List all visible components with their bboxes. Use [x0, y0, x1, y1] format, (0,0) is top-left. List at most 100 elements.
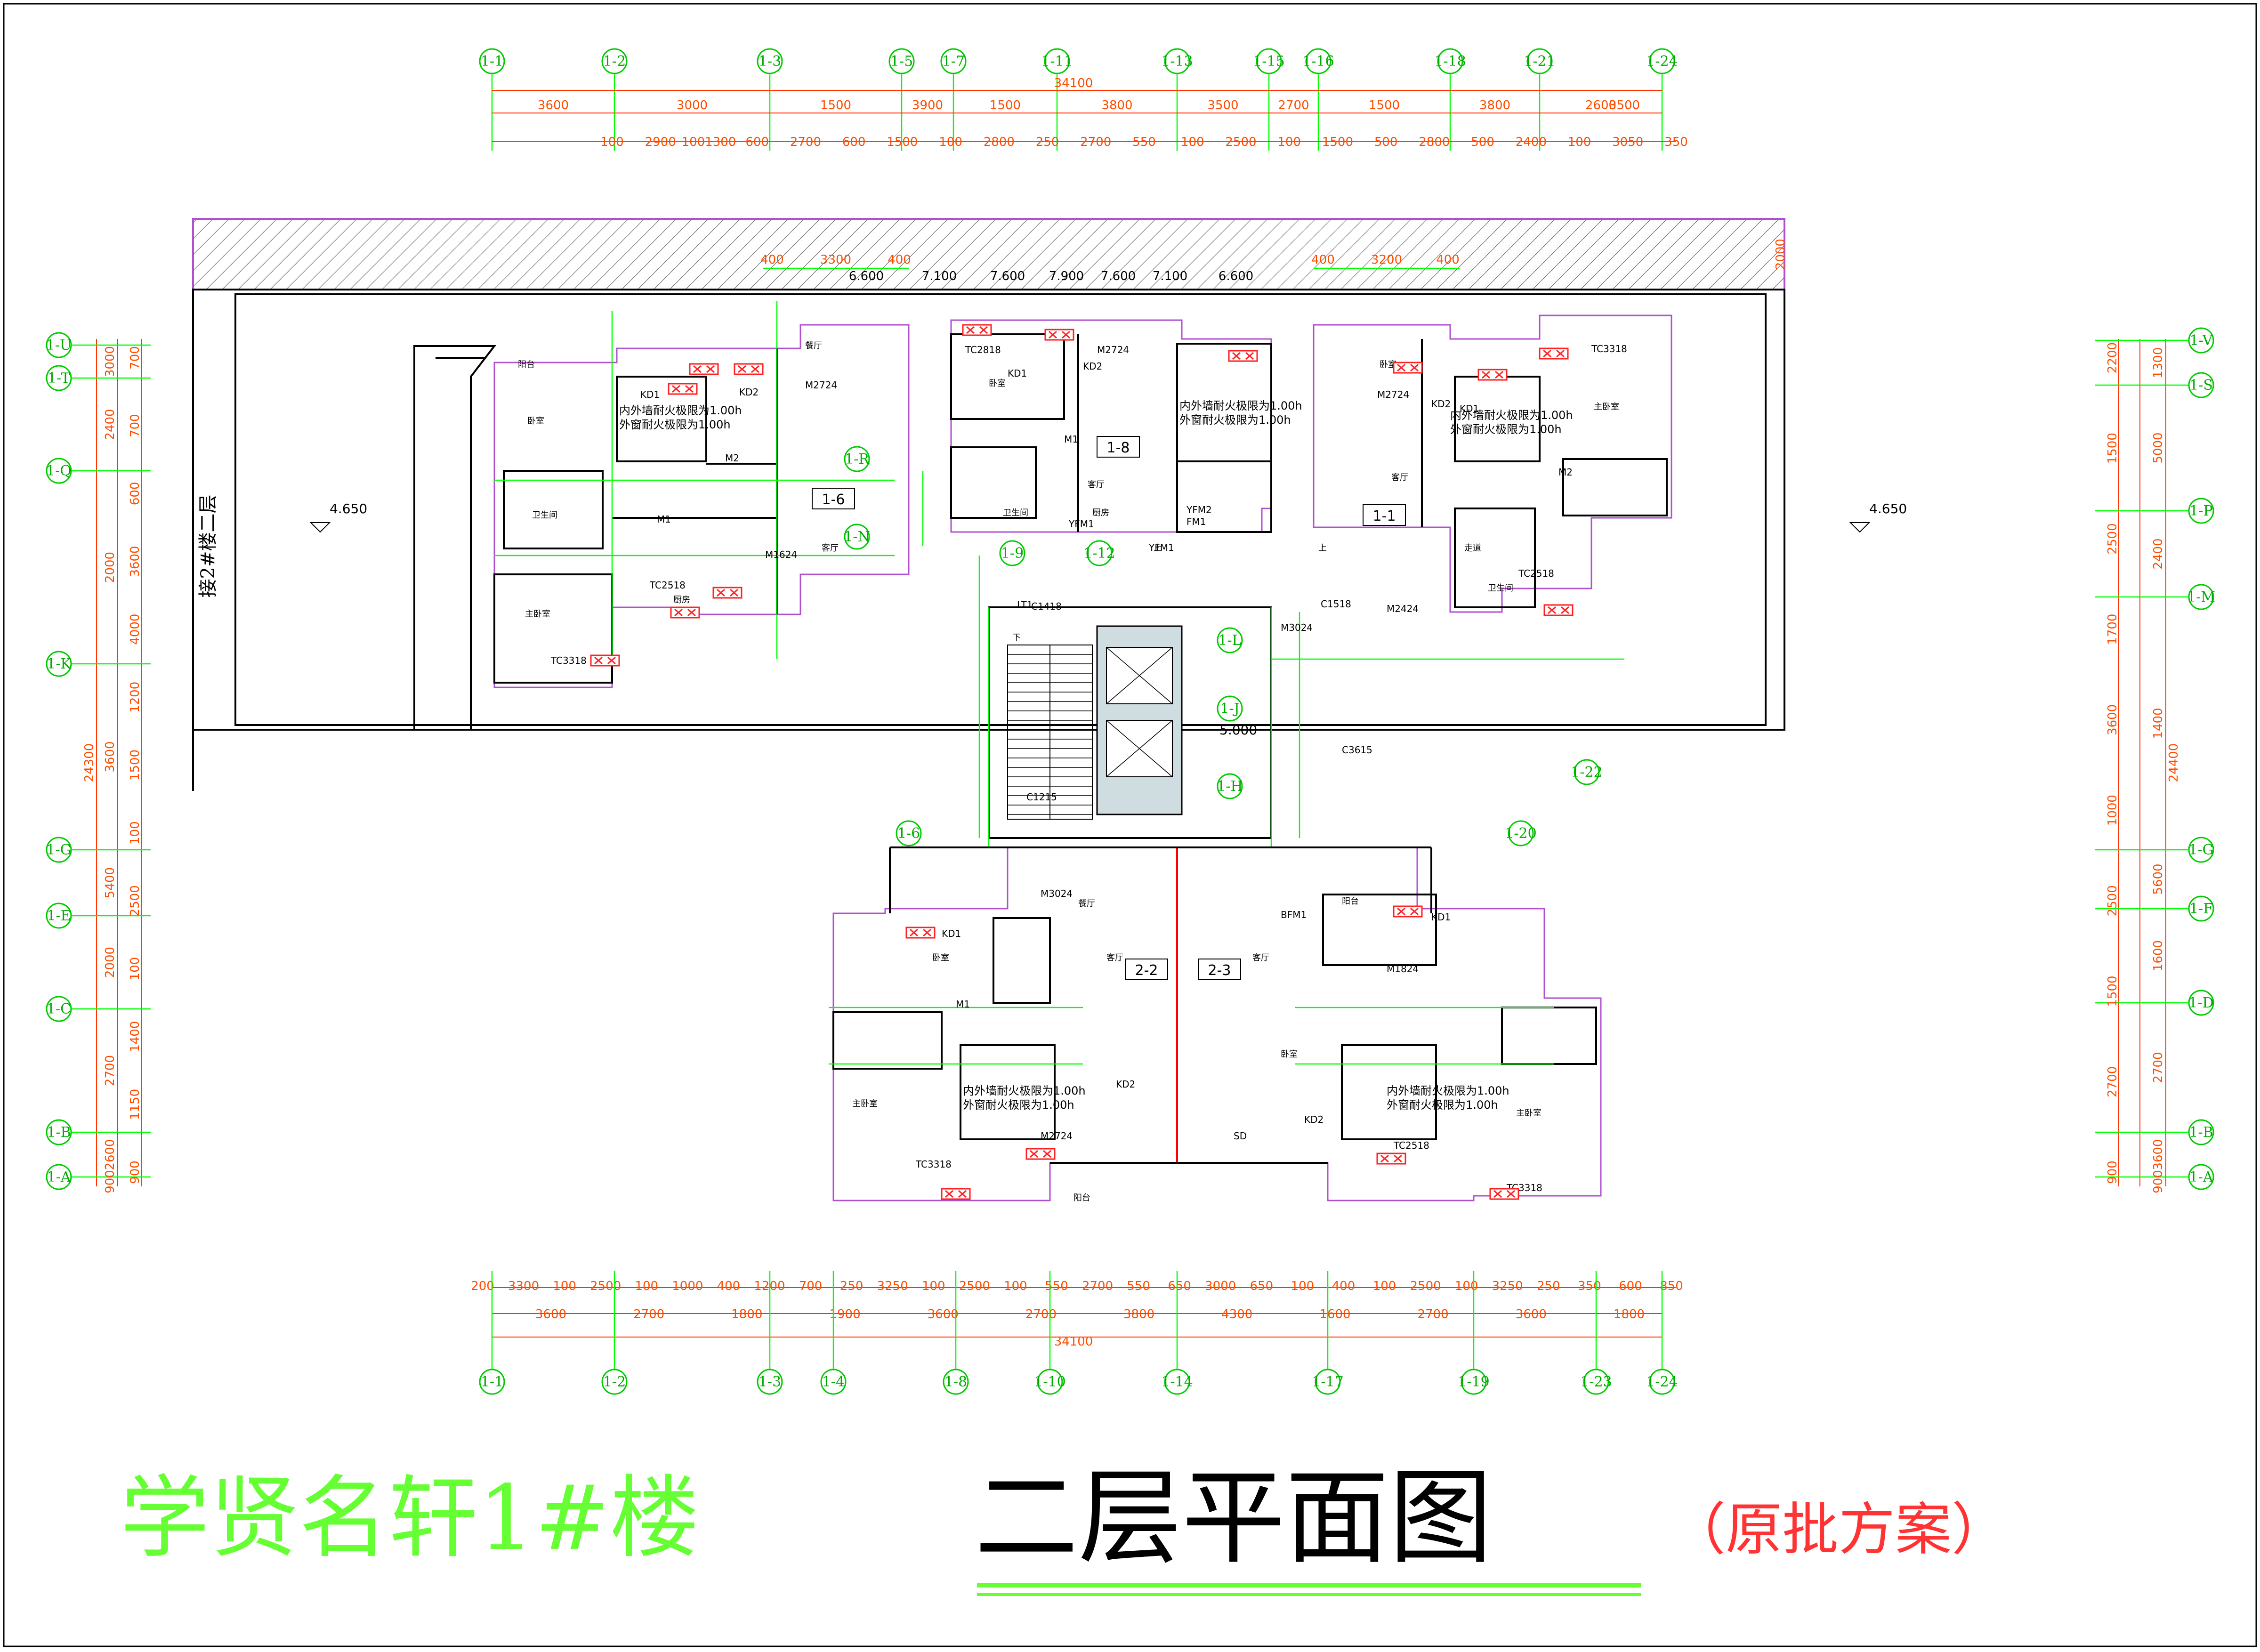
axis-top-6: 1-13 [1161, 48, 1193, 74]
tag-11: M2724 [1097, 344, 1129, 355]
axis-bottom-6: 1-14 [1161, 1369, 1193, 1395]
left-dim-3: 3600 [103, 741, 117, 772]
bottom-dim2-0: 200 [471, 1279, 494, 1293]
right-idim-0: 2200 [2106, 342, 2120, 373]
axis-left-2-label: 1-Q [46, 463, 72, 479]
left-idim-0: 700 [128, 346, 142, 370]
tag-20: TC2518 [1518, 568, 1554, 579]
left-dim-8: 900 [103, 1170, 117, 1193]
strip-dim-6: 2000 [1774, 239, 1788, 270]
bottom-dim1-1: 2700 [633, 1307, 664, 1322]
room-0: 卧室 [527, 416, 544, 426]
unit-label-2-2: 2-2 [1135, 962, 1158, 979]
left-dimension-lines [96, 339, 142, 1186]
tag-0: KD1 [640, 389, 660, 400]
top-dim2-17: 2800 [1419, 135, 1450, 149]
bottom-dim1-0: 3600 [535, 1307, 566, 1322]
axis-left-5-label: 1-E [47, 908, 71, 924]
axis-left-6: 1-C [46, 996, 72, 1022]
right-idim-9: 900 [2106, 1160, 2120, 1184]
right-dim-5: 1600 [2151, 940, 2165, 971]
project-title: 学贤名轩1#楼 [120, 1466, 699, 1570]
axis-bottom-10: 1-24 [1646, 1369, 1678, 1395]
window-icon-14 [1025, 1148, 1056, 1160]
left-idim-12: 900 [128, 1160, 142, 1184]
bottom-dim2-2: 100 [553, 1279, 576, 1293]
axis-top-1-label: 1-2 [603, 53, 626, 70]
tag-6: TC3318 [550, 655, 587, 666]
axis-inner-8: 1-20 [1505, 820, 1537, 846]
axis-left-1: 1-T [46, 365, 72, 391]
tag-36: BFM1 [1281, 909, 1307, 920]
window-icon-13 [905, 927, 936, 939]
left-idim-5: 1200 [128, 682, 142, 713]
axis-right-1-label: 1-S [2189, 377, 2213, 394]
right-idim-7: 1500 [2106, 975, 2120, 1007]
fire-note-2a: 外窗耐火极限为1.00h [619, 418, 731, 431]
axis-bottom-2: 1-3 [757, 1369, 783, 1395]
top-dimension-lines: 34100 [492, 76, 1676, 142]
axis-inner-7-label: 1-6 [897, 825, 920, 842]
axis-bottom-8-label: 1-19 [1458, 1374, 1489, 1390]
window-icon-6 [962, 324, 992, 336]
axis-top-10-label: 1-21 [1524, 53, 1555, 70]
fire-note-1c: 内外墙耐火极限为1.00h [1450, 409, 1573, 422]
tag-7: TC2518 [649, 580, 686, 591]
axis-bottom-4: 1-8 [943, 1369, 969, 1395]
tag-3: M1624 [765, 549, 797, 560]
unit-label-2-3: 2-3 [1208, 962, 1231, 979]
tag-18: KD2 [1431, 398, 1451, 410]
tag-21: TC3318 [1591, 343, 1627, 355]
axis-top-10: 1-21 [1524, 48, 1556, 74]
top-dim1-3: 3900 [912, 98, 943, 113]
right-dim-1: 5000 [2151, 432, 2165, 463]
axis-bottom-4-label: 1-8 [944, 1374, 967, 1390]
axis-bottom-0-label: 1-1 [481, 1374, 503, 1390]
window-icon-3 [712, 587, 743, 599]
axis-right-3-label: 1-M [2187, 589, 2215, 605]
bottom-dim2-23: 2500 [1410, 1279, 1441, 1293]
left-idim-4: 4000 [128, 614, 142, 645]
right-idim-2: 2500 [2106, 523, 2120, 554]
bottom-dim2-26: 250 [1537, 1279, 1560, 1293]
axis-top-2: 1-3 [757, 48, 783, 74]
right-idim-3: 1700 [2106, 614, 2120, 645]
room-9: 卫生间 [1003, 508, 1028, 518]
bottom-dim2-13: 100 [1004, 1279, 1027, 1293]
axis-inner-8-label: 1-20 [1505, 825, 1536, 842]
axis-left-7-label: 1-B [47, 1124, 71, 1141]
fire-note-2e: 外窗耐火极限为1.00h [1387, 1098, 1498, 1112]
tag-28: C3615 [1342, 744, 1372, 756]
room-18: 下 [1012, 633, 1021, 643]
axis-top-8-label: 1-16 [1302, 53, 1334, 70]
tag-29: LT1 [1017, 599, 1033, 611]
axis-top-9: 1-18 [1434, 48, 1466, 74]
top-dim1-0: 3600 [538, 98, 569, 113]
bottom-dim2-12: 2500 [959, 1279, 990, 1293]
axis-bottom-9-label: 1-23 [1580, 1374, 1612, 1390]
tag-17: M2724 [1377, 389, 1409, 400]
axis-top-3: 1-5 [888, 48, 915, 74]
left-idim-11: 1150 [128, 1089, 142, 1120]
bottom-dim2-1: 3300 [508, 1279, 539, 1293]
top-dim2-8: 2800 [984, 135, 1015, 149]
tag-22: M2 [1558, 467, 1573, 478]
bottom-dim2-14: 550 [1045, 1279, 1068, 1293]
top-dim2-7: 100 [939, 135, 962, 149]
room-5: 主卧室 [525, 609, 550, 619]
axis-right-6-label: 1-D [2188, 995, 2213, 1011]
axis-top-0-label: 1-1 [481, 53, 503, 70]
tag-39: KD2 [1304, 1114, 1324, 1125]
axis-right-5-label: 1-F [2189, 901, 2213, 917]
tag-15: YFM2 [1186, 504, 1212, 516]
room-11: 上 [1154, 543, 1162, 553]
room-25: 客厅 [1252, 953, 1269, 963]
tag-33: M1 [956, 999, 970, 1010]
room-3: 厨房 [673, 595, 690, 605]
top-dim2-13: 2500 [1225, 135, 1256, 149]
right-idim-6: 2500 [2106, 885, 2120, 916]
axis-top-2-label: 1-3 [759, 53, 781, 70]
